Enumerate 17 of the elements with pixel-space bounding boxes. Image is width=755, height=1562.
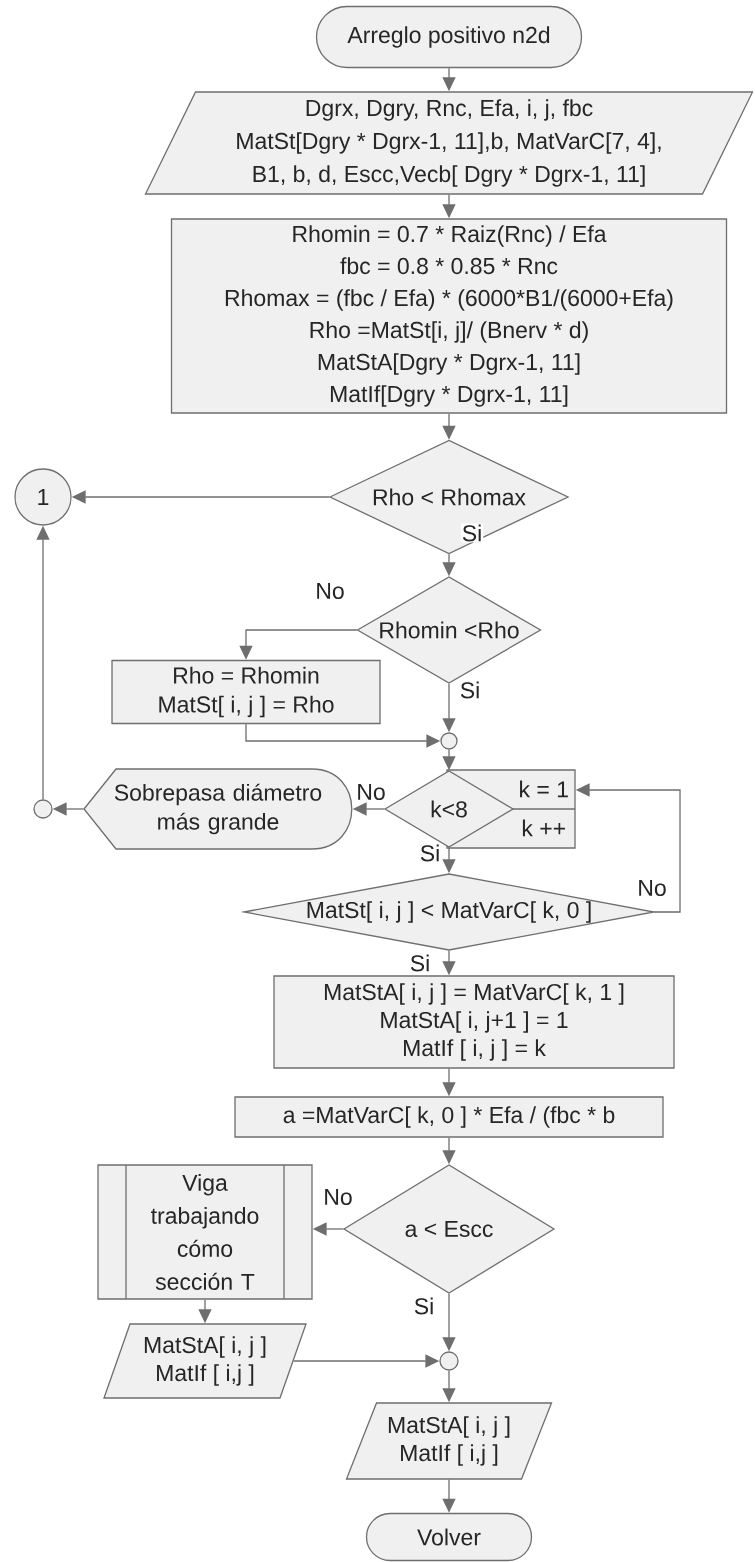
edge-label: Si [408, 953, 432, 973]
data-parallelogram: Dgrx, Dgry, Rnc, Efa, i, j, fbc MatSt[Dgry * Dgrx-1, 11],b, MatVarC[7, 4], B1, b, d, Escc,Vecb[ Dgry * Dgrx-1, 11] [144, 91, 754, 195]
junction-circle [439, 1351, 459, 1371]
terminal-box: Volver [365, 1512, 533, 1562]
process-box: Rhomin = 0.7 * Raiz(Rnc) / Efa fbc = 0.8 * 0.85 * Rnc Rhomax = (fbc / Efa) * (6000*B1/(6000+Efa) Rho =MatSt[i, j]/ (Bnerv * d) MatStA[Dgry * Dgrx-1, 11] MatIf[Dgry * Dgrx-1, 11] [170, 218, 728, 414]
edge-label: Si [412, 1296, 436, 1316]
process-box: MatStA[ i, j ] = MatVarC[ k, 1 ] MatStA[ i, j+1 ] = 1 MatIf [ i, j ] = k [273, 975, 675, 1069]
display-box: Sobrepasa diámetro más grande [83, 768, 353, 850]
process-box: a =MatVarC[ k, 0 ] * Efa / (fbc * b [234, 1096, 664, 1138]
predefined-process-box: Viga trabajando cómo sección T [97, 1164, 313, 1300]
process-box: Rho = Rhomin MatSt[ i, j ] = Rho [111, 659, 381, 725]
data-parallelogram: MatStA[ i, j ] MatIf [ i,j ] [345, 1402, 553, 1480]
edge-label: No [314, 581, 346, 600]
data-parallelogram: MatStA[ i, j ] MatIf [ i,j ] [103, 1323, 307, 1399]
junction-circle [440, 732, 458, 750]
terminal-box: Arreglo positivo n2d [315, 5, 583, 69]
junction-circle [33, 799, 53, 819]
